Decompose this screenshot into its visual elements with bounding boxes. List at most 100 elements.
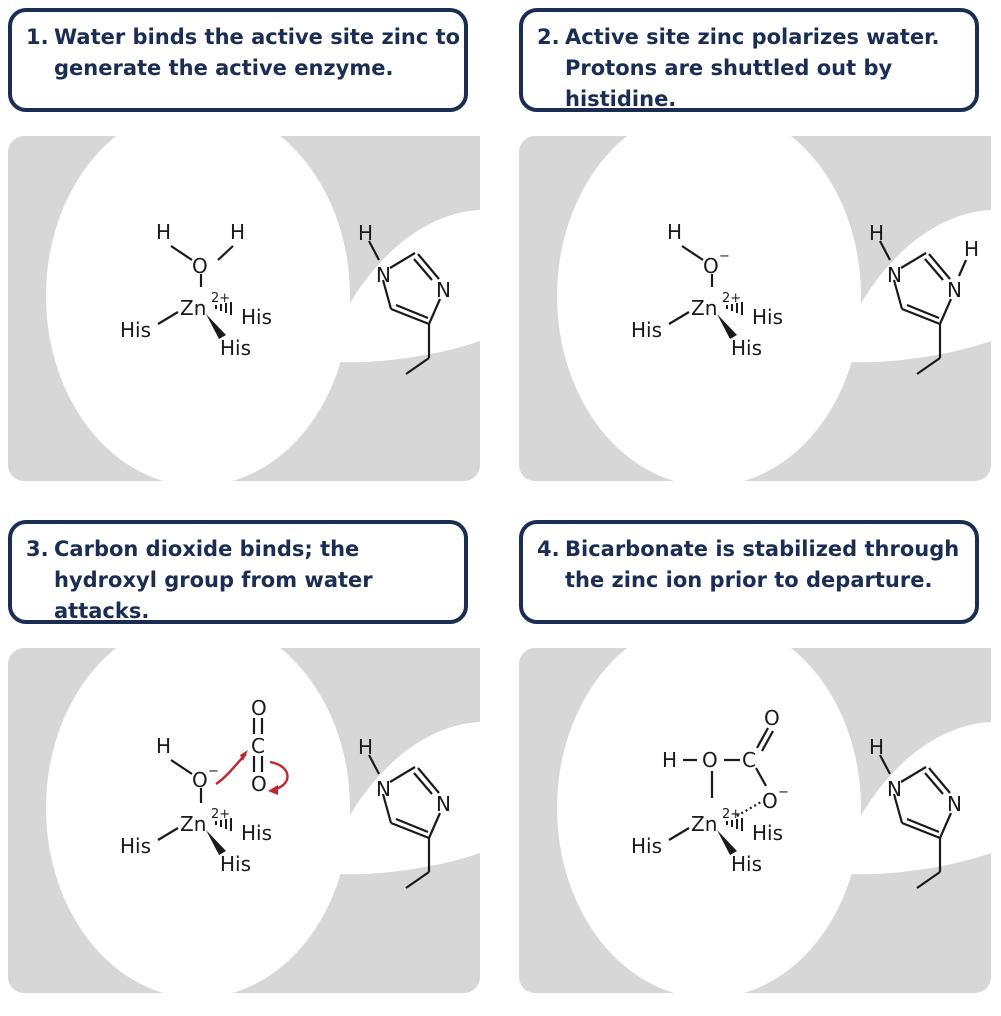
hydroxide-h: H (156, 734, 171, 758)
step-2-text: Active site zinc polarizes water. Proton… (565, 25, 940, 111)
bicarbonate-oh-oxygen: O (702, 748, 718, 772)
his-ligand-bottom: His (220, 336, 251, 360)
zinc-his-dash-bond (726, 818, 743, 831)
histidine-h: H (869, 735, 884, 759)
zinc-charge: 2+ (722, 807, 741, 822)
zinc-atom: Zn (691, 296, 717, 320)
histidine-channel (837, 722, 991, 875)
histidine-h1: H (869, 221, 884, 245)
bicarbonate-charge: − (778, 785, 789, 800)
step-4-panel: 4. Bicarbonate is stabilized through the… (519, 520, 999, 1016)
his-ligand-right: His (752, 305, 783, 329)
co2-carbon: C (251, 734, 265, 758)
zinc-hydroxide-complex (157, 759, 203, 841)
carbon-dioxide (252, 718, 264, 772)
active-site-cavity (557, 648, 861, 993)
step-4-text: Bicarbonate is stabilized through the zi… (565, 537, 960, 592)
zinc-his-bonds (668, 827, 690, 841)
step-1-caption-box: 1. Water binds the active site zinc to g… (8, 8, 468, 112)
zinc-his-wedge-bond (717, 314, 737, 339)
his-ligand-bottom: His (220, 852, 251, 876)
bicarbonate-carbonyl-oxygen: O (764, 706, 780, 730)
step-3-active-site: O C O H O − (8, 648, 480, 993)
attack-arrow-head (240, 750, 248, 761)
zinc-his-wedge-bond (717, 830, 737, 855)
zinc-water-complex (157, 245, 234, 325)
step-2-active-site: H O − Zn 2+ His His His H H (519, 136, 991, 481)
step-2-diagram: H O − Zn 2+ His His His H H (519, 136, 991, 481)
histidinium-ring (879, 240, 968, 375)
active-site-cavity (46, 136, 350, 481)
zinc-charge: 2+ (722, 291, 741, 306)
water-oxygen: O (192, 254, 208, 278)
step-1-text: Water binds the active site zinc to gene… (54, 25, 461, 80)
his-ligand-right: His (241, 821, 272, 845)
histidine-h: H (358, 735, 373, 759)
histidine-ring (368, 754, 442, 889)
bicarbonate (683, 727, 774, 798)
active-site-cavity (557, 136, 861, 481)
hydroxide-charge: − (719, 249, 730, 264)
histidine-n1: N (376, 777, 391, 801)
step-2-number: 2. (537, 25, 560, 49)
histidine-n3: N (947, 278, 962, 302)
zinc-his-dash-bond (215, 818, 232, 831)
step-1-active-site: H H O Zn 2+ His His His H N N (8, 136, 480, 481)
zinc-his-dash-bond (215, 302, 232, 315)
hydroxide-h: H (667, 220, 682, 244)
zinc-his-dash-bond (726, 302, 743, 315)
histidine-channel (326, 210, 480, 363)
histidine-n1: N (887, 263, 902, 287)
zinc-his-wedge-bond (206, 314, 226, 339)
zinc-hydroxide-complex (668, 245, 714, 325)
step-1-diagram: H H O Zn 2+ His His His H N N (8, 136, 480, 481)
step-1-number: 1. (26, 25, 49, 49)
pi-bond-arrow-head (268, 785, 278, 795)
bicarbonate-carbon: C (742, 748, 756, 772)
histidine-channel (837, 210, 991, 363)
histidine-h: H (358, 221, 373, 245)
zinc-atom: Zn (180, 812, 206, 836)
hydroxide-oxygen: O (703, 254, 719, 278)
zinc-atom: Zn (691, 812, 717, 836)
his-ligand-left: His (631, 834, 662, 858)
step-3-panel: 3. Carbon dioxide binds; the hydroxyl gr… (8, 520, 488, 1016)
step-4-caption-box: 4. Bicarbonate is stabilized through the… (519, 520, 979, 624)
step-3-diagram: O C O H O − (8, 648, 480, 993)
zinc-charge: 2+ (211, 807, 230, 822)
step-3-caption-box: 3. Carbon dioxide binds; the hydroxyl gr… (8, 520, 468, 624)
step-4-diagram: H O C O O − Zn 2+ His His His (519, 648, 991, 993)
zinc-charge: 2+ (211, 291, 230, 306)
hydroxide-charge: − (208, 764, 219, 779)
histidine-h3: H (964, 237, 979, 261)
bicarbonate-h: H (662, 748, 677, 772)
histidine-n1: N (376, 263, 391, 287)
histidine-n3: N (436, 278, 451, 302)
his-ligand-left: His (631, 318, 662, 342)
histidine-n3: N (436, 792, 451, 816)
histidine-n1: N (887, 777, 902, 801)
his-ligand-left: His (120, 834, 151, 858)
step-1-panel: 1. Water binds the active site zinc to g… (8, 8, 488, 504)
step-3-number: 3. (26, 537, 49, 561)
hydroxide-oxygen: O (192, 768, 208, 792)
histidine-channel (326, 722, 480, 875)
step-4-active-site: H O C O O − Zn 2+ His His His (519, 648, 991, 993)
bicarbonate-anion-oxygen: O (762, 789, 778, 813)
his-ligand-bottom: His (731, 852, 762, 876)
histidine-n3: N (947, 792, 962, 816)
his-ligand-left: His (120, 318, 151, 342)
water-h-right: H (230, 220, 245, 244)
zinc-his-wedge-bond (206, 830, 226, 855)
co2-oxygen-top: O (251, 696, 267, 720)
his-ligand-right: His (752, 821, 783, 845)
histidine-ring (879, 754, 953, 889)
step-3-text: Carbon dioxide binds; the hydroxyl group… (54, 537, 373, 623)
step-2-panel: 2. Active site zinc polarizes water. Pro… (519, 8, 999, 504)
his-ligand-right: His (241, 305, 272, 329)
step-4-number: 4. (537, 537, 560, 561)
histidine-ring (368, 240, 442, 375)
his-ligand-bottom: His (731, 336, 762, 360)
step-2-caption-box: 2. Active site zinc polarizes water. Pro… (519, 8, 979, 112)
water-h-left: H (156, 220, 171, 244)
